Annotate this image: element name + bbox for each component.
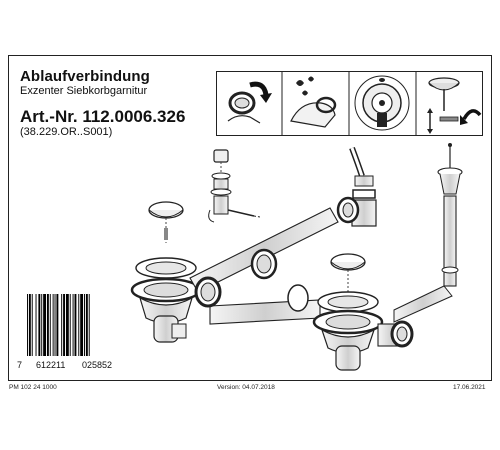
step-1-icon [227,81,272,124]
right-strainer-assembly [312,253,414,371]
footer-date: 17.06.2021 [453,384,486,391]
barcode-first-digit: 7 [17,360,23,370]
product-subtitle: Exzenter Siebkorbgarnitur [20,85,148,97]
exploded-assembly-drawing [130,143,463,371]
siphon-elbow-assembly [336,146,377,227]
article-number: Art.-Nr. 112.0006.326 [20,107,186,126]
left-strainer-assembly [130,201,202,343]
connecting-pipes [189,207,339,325]
footer-version: Version: 04.07.2018 [217,384,275,391]
barcode [27,294,90,356]
step-2-icon [290,76,337,128]
step-4-icon [427,77,482,134]
overflow-knob-assembly [208,149,261,223]
barcode-right-group: 025852 [82,360,113,370]
footer-code: PM 102 24 1000 [9,384,57,391]
barcode-left-group: 612211 [36,360,66,370]
instruction-steps [216,71,483,136]
product-title: Ablaufverbindung [20,68,150,85]
article-subcode: (38.229.OR..S001) [20,126,113,138]
standpipe-assembly [393,143,463,323]
step-3-icon [354,75,410,131]
